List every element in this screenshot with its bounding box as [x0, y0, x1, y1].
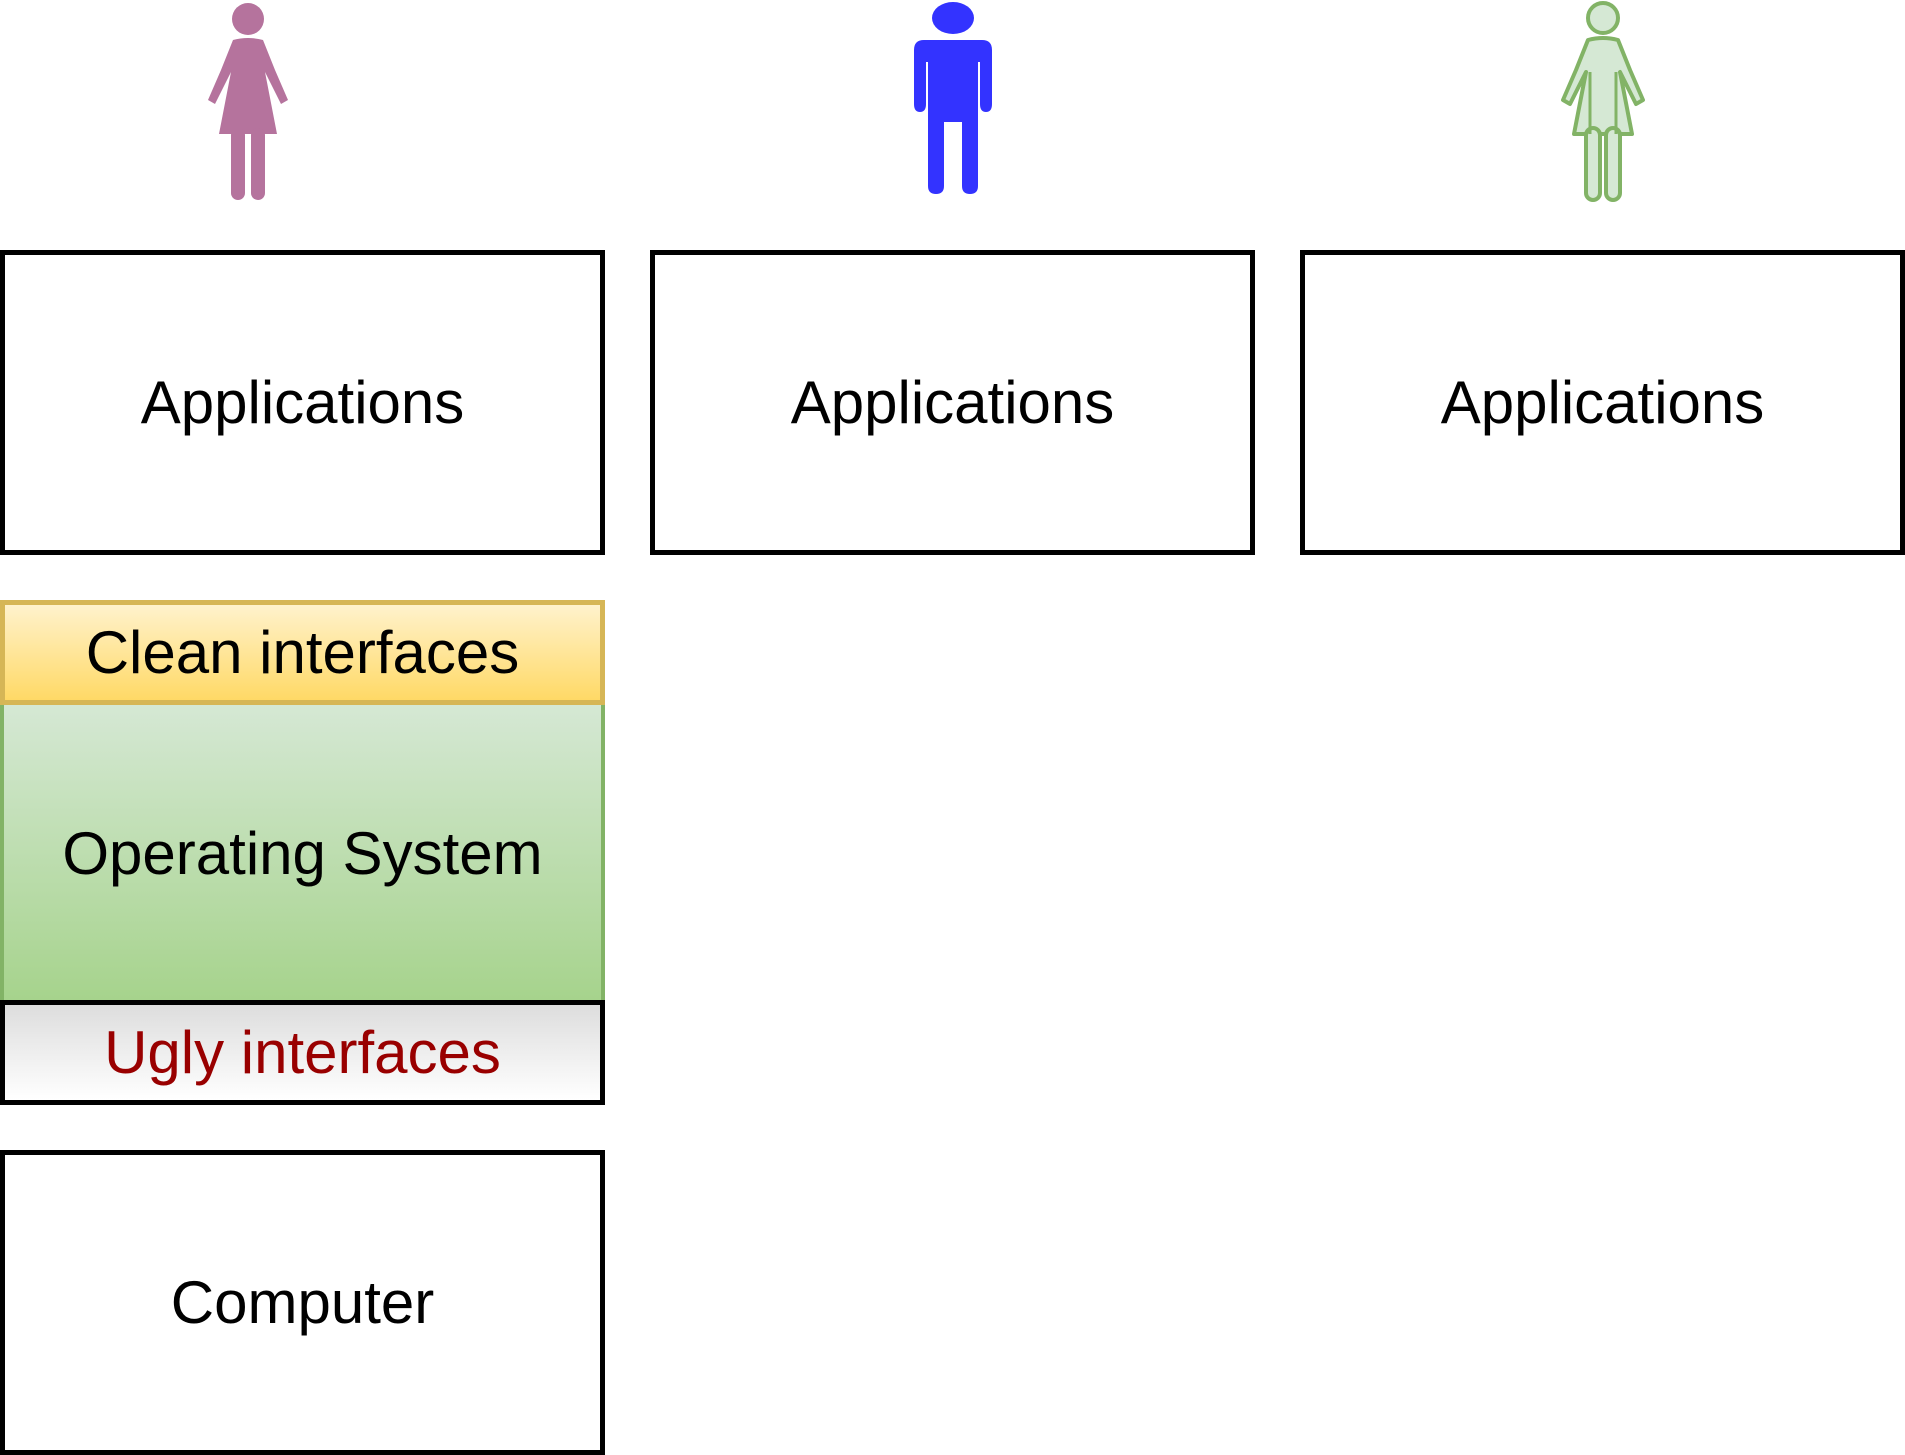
applications-label: Applications — [140, 369, 465, 436]
clean-interfaces-label: Clean interfaces — [85, 619, 520, 686]
ugly-interfaces-layer: Ugly interfaces — [0, 1000, 605, 1105]
user-woman-outline-icon — [1548, 0, 1658, 210]
clean-interfaces-layer: Clean interfaces — [0, 600, 605, 705]
operating-system-label: Operating System — [62, 819, 543, 887]
operating-system-layer: Operating System — [0, 705, 605, 1001]
applications-label: Applications — [1440, 369, 1765, 436]
applications-box-3: Applications — [1300, 250, 1905, 555]
computer-label: Computer — [170, 1269, 435, 1336]
applications-box-2: Applications — [650, 250, 1255, 555]
applications-label: Applications — [790, 369, 1115, 436]
applications-box-1: Applications — [0, 250, 605, 555]
user-woman-icon — [193, 0, 303, 210]
ugly-interfaces-label: Ugly interfaces — [104, 1019, 501, 1086]
user-man-icon — [898, 0, 1008, 210]
computer-box: Computer — [0, 1150, 605, 1455]
